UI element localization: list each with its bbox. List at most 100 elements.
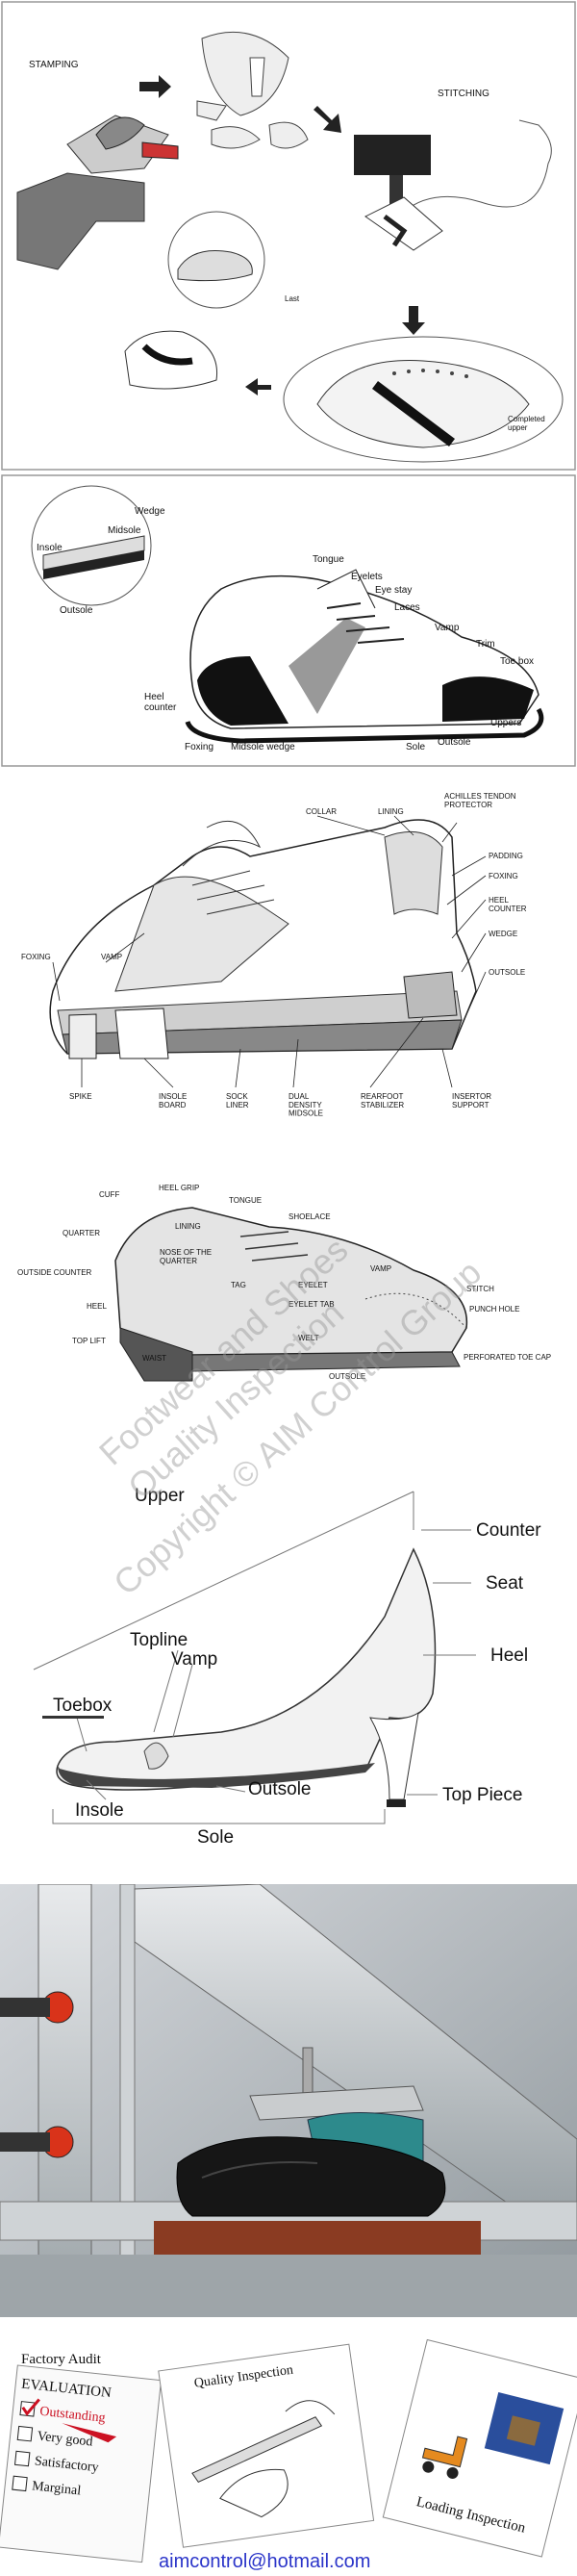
- label-heel-grip: HEEL GRIP: [159, 1184, 199, 1192]
- label-quarter: QUARTER: [63, 1229, 100, 1237]
- stitching-hands: [403, 119, 552, 213]
- dress-shoe-body: [114, 1207, 468, 1356]
- process-arrow-right-icon: [139, 75, 171, 98]
- stitch-line: [383, 215, 408, 247]
- sole-bracket: [52, 1809, 386, 1824]
- spike-block: [68, 1013, 97, 1059]
- inspection-services-illustration: Factory Audit EVALUATION Outstanding Ver…: [0, 2338, 577, 2572]
- panel3-labels-sock_liner-line-2: LINER: [226, 1101, 249, 1109]
- label-perforated-toe-cap: PERFORATED TOE CAP: [464, 1353, 551, 1362]
- shoe-tongue: [316, 569, 376, 609]
- press-handle: [141, 141, 179, 160]
- shoe-last: [177, 249, 253, 282]
- checklist-item-marginal: Marginal: [31, 2479, 81, 2498]
- label-sole: Sole: [406, 742, 425, 752]
- label-waist: WAIST: [142, 1354, 166, 1363]
- machine-conveyor-belt: [154, 2221, 481, 2255]
- process-arrow-down-icon: [402, 306, 425, 335]
- panel2-labels-heel_counter-line-2: counter: [144, 702, 177, 713]
- checklist-item-satisfactory: Satisfactory: [34, 2454, 99, 2475]
- label-heel-4: HEEL: [87, 1302, 107, 1311]
- process-arrow-down-right-icon: [314, 106, 341, 133]
- sewing-machine-head: [354, 135, 431, 175]
- cut-pieces-group: [196, 31, 309, 149]
- label-uppers: Uppers: [490, 718, 521, 728]
- achilles-tendon-protector: [384, 830, 443, 915]
- machine-diagonal-arm: [134, 1884, 577, 2212]
- panel3-labels-insole_board-line-2: BOARD: [159, 1101, 187, 1109]
- label-spike: SPIKE: [69, 1092, 92, 1101]
- dress-shoe-diagram: CUFF HEEL GRIP TONGUE SHOELACE QUARTER L…: [17, 1184, 551, 1382]
- high-heel-diagram: Upper Counter Topline Vamp Seat Toebox H…: [33, 1486, 541, 1848]
- high-heel-leaders: [76, 1529, 476, 1800]
- label-tongue: Tongue: [313, 554, 344, 565]
- label-tongue-4: TONGUE: [229, 1196, 262, 1205]
- label-heel-5: Heel: [490, 1645, 528, 1666]
- evaluation-card: EVALUATION Outstanding Very good Satisfa…: [0, 2364, 163, 2563]
- label-welt: WELT: [298, 1334, 319, 1342]
- high-heel-bow: [143, 1742, 169, 1770]
- label-cuff: CUFF: [99, 1190, 119, 1199]
- checklist-item-outstanding: Outstanding: [39, 2405, 107, 2426]
- panel-high-heel-parts: Upper Counter Topline Vamp Seat Toebox H…: [0, 1463, 577, 1876]
- athletic-shoe-laces: [182, 820, 275, 915]
- label-top-piece: Top Piece: [442, 1785, 522, 1805]
- label-topline: Topline: [130, 1630, 188, 1650]
- label-foxing-left: FOXING: [21, 953, 51, 961]
- label-padding: PADDING: [489, 852, 523, 860]
- cargo-box-icon: [506, 2415, 540, 2446]
- inspector-hand-2-icon: [285, 2400, 336, 2415]
- label-eyelets: Eyelets: [351, 572, 383, 582]
- sewing-machine-needle: [389, 175, 403, 204]
- upper-bracket-line: [33, 1491, 414, 1671]
- toe-box-dark: [442, 676, 534, 722]
- high-heel-top-piece: [387, 1799, 406, 1807]
- label-foxing-right: FOXING: [489, 872, 518, 880]
- shoe-laces: [326, 602, 405, 644]
- forklift-wheel-back: [446, 2466, 459, 2479]
- process-arrow-left-icon: [245, 378, 271, 395]
- dress-shoe-laces: [239, 1231, 309, 1262]
- checklist-item-very-good: Very good: [37, 2430, 93, 2450]
- label-laces: Laces: [394, 602, 420, 613]
- toebox-underline: [42, 1716, 104, 1719]
- label-outsole-5: Outsole: [248, 1779, 311, 1799]
- label-outsole-3: OUTSOLE: [489, 968, 525, 977]
- machine-press-plate: [249, 2085, 424, 2121]
- checkbox-very-good: [16, 2425, 34, 2442]
- stamping-leather-sheet: [16, 172, 145, 270]
- label-eyelet: EYELET: [298, 1281, 328, 1289]
- label-vamp-4: VAMP: [370, 1264, 391, 1273]
- label-wedge: Wedge: [135, 506, 165, 517]
- contact-email-link[interactable]: aimcontrol@hotmail.com: [159, 2551, 370, 2572]
- red-pen-icon: [62, 2423, 117, 2443]
- label-stamping: STAMPING: [29, 60, 79, 70]
- high-heel-upper: [56, 1547, 437, 1791]
- panel-running-shoe-parts: Wedge Midsole Insole Outsole Tongue Eyel…: [0, 473, 577, 768]
- insole-board-block: [114, 1007, 169, 1059]
- panel3-labels-dual_density-line-3: MIDSOLE: [288, 1109, 323, 1118]
- label-midsole: Midsole: [108, 525, 141, 536]
- label-outsole: Outsole: [438, 737, 471, 748]
- cutting-die-icon: [95, 116, 145, 150]
- side-stripe: [288, 618, 365, 714]
- panel4-labels-nose_of_quarter-line-2: QUARTER: [160, 1257, 197, 1265]
- high-heel-outsole: [58, 1763, 375, 1788]
- label-midsole-wedge: Midsole wedge: [231, 742, 295, 752]
- panel-dress-shoe-parts: CUFF HEEL GRIP TONGUE SHOELACE QUARTER L…: [0, 1135, 577, 1463]
- machine-frame-rod: [119, 1884, 136, 2317]
- label-lining-4: LINING: [175, 1222, 201, 1231]
- machine-frame-left: [38, 1884, 92, 2317]
- factory-audit-title: Factory Audit: [21, 2352, 102, 2367]
- rearfoot-stabilizer: [403, 971, 458, 1019]
- dress-shoe-welt: [191, 1351, 461, 1372]
- label-seat: Seat: [486, 1573, 524, 1594]
- label-outside-counter: OUTSIDE COUNTER: [17, 1268, 92, 1277]
- panel3-labels-insertor-line-2: SUPPORT: [452, 1101, 489, 1109]
